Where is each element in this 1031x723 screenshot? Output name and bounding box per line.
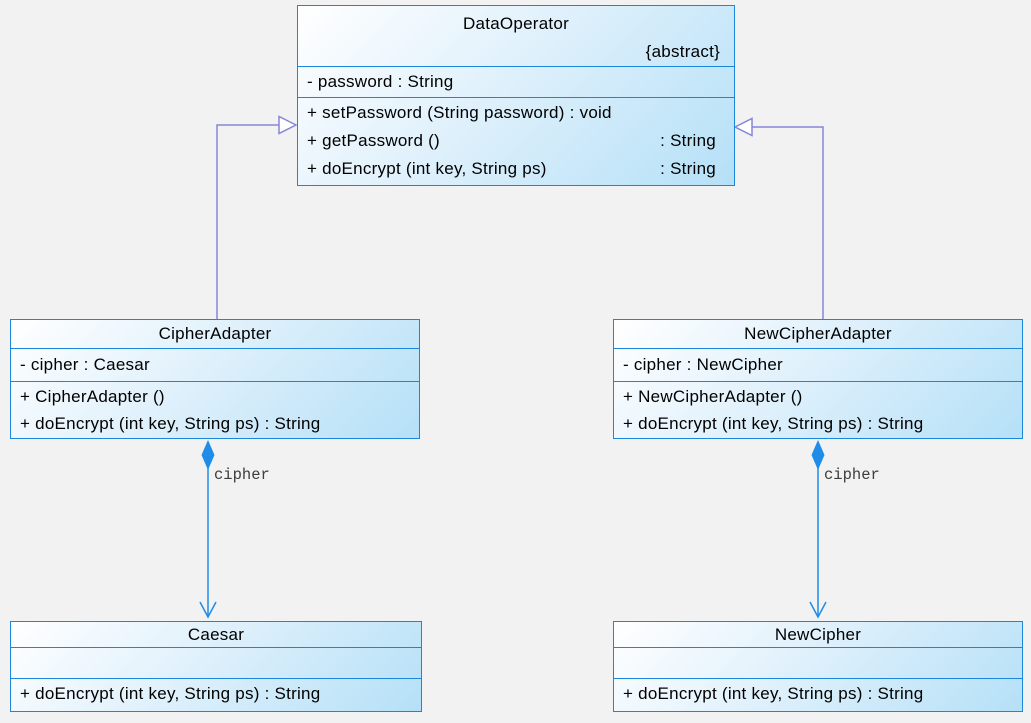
attribute-row: - cipher : NewCipher	[614, 349, 1022, 380]
attributes-compartment: - cipher : NewCipher	[614, 348, 1022, 381]
methods-compartment: + doEncrypt (int key, String ps) : Strin…	[614, 678, 1022, 710]
class-name: NewCipher	[774, 625, 862, 644]
method-row: + doEncrypt (int key, String ps) : Strin…	[11, 679, 421, 709]
class-name: CipherAdapter	[158, 324, 272, 343]
method-signature: + doEncrypt (int key, String ps) : Strin…	[20, 414, 321, 433]
class-title-compartment: Caesar	[11, 622, 421, 647]
method-signature: + doEncrypt (int key, String ps) : Strin…	[20, 684, 321, 703]
class-title-compartment: CipherAdapter	[11, 320, 419, 348]
methods-compartment: + doEncrypt (int key, String ps) : Strin…	[11, 678, 421, 710]
inheritance-connector-left	[216, 115, 298, 319]
methods-compartment: + setPassword (String password) : void +…	[298, 97, 734, 184]
method-row: + doEncrypt (int key, String ps) : Strin…	[298, 155, 734, 183]
method-row: + doEncrypt (int key, String ps) : Strin…	[614, 679, 1022, 709]
class-name: NewCipherAdapter	[744, 324, 892, 343]
class-name: DataOperator	[463, 14, 569, 33]
method-signature: + NewCipherAdapter ()	[623, 387, 803, 406]
method-signature: + doEncrypt (int key, String ps) : Strin…	[623, 684, 924, 703]
method-row: + doEncrypt (int key, String ps) : Strin…	[614, 410, 1022, 437]
class-title-compartment: DataOperator {abstract}	[298, 6, 734, 66]
attribute-row: - password : String	[298, 67, 734, 96]
attributes-compartment: - password : String	[298, 66, 734, 97]
method-row: + doEncrypt (int key, String ps) : Strin…	[11, 410, 419, 437]
method-row: + CipherAdapter ()	[11, 383, 419, 410]
method-signature: + doEncrypt (int key, String ps)	[307, 159, 547, 179]
method-signature: + setPassword (String password) : void	[307, 103, 612, 122]
attribute-text: - password : String	[307, 72, 454, 91]
methods-compartment: + CipherAdapter () + doEncrypt (int key,…	[11, 381, 419, 437]
filled-diamond-icon	[201, 440, 215, 470]
attributes-compartment-empty	[11, 647, 421, 678]
hollow-triangle-icon	[278, 115, 298, 135]
class-box-newcipheradapter: NewCipherAdapter - cipher : NewCipher + …	[613, 319, 1023, 439]
method-signature: + getPassword ()	[307, 131, 440, 151]
method-return-type: : String	[660, 131, 716, 151]
class-title-compartment: NewCipherAdapter	[614, 320, 1022, 348]
class-box-caesar: Caesar + doEncrypt (int key, String ps) …	[10, 621, 422, 712]
attribute-text: - cipher : Caesar	[20, 355, 150, 374]
method-row: + getPassword () : String	[298, 127, 734, 155]
class-box-cipheradapter: CipherAdapter - cipher : Caesar + Cipher…	[10, 319, 420, 439]
class-box-dataoperator: DataOperator {abstract} - password : Str…	[297, 5, 735, 186]
class-stereotype: {abstract}	[645, 42, 720, 61]
attribute-row: - cipher : Caesar	[11, 349, 419, 380]
class-box-newcipher: NewCipher + doEncrypt (int key, String p…	[613, 621, 1023, 712]
open-arrowhead-icon	[199, 601, 217, 619]
method-signature: + CipherAdapter ()	[20, 387, 165, 406]
attributes-compartment-empty	[614, 647, 1022, 678]
method-signature: + doEncrypt (int key, String ps) : Strin…	[623, 414, 924, 433]
method-row: + NewCipherAdapter ()	[614, 383, 1022, 410]
composition-label-right: cipher	[824, 466, 880, 484]
class-title-compartment: NewCipher	[614, 622, 1022, 647]
composition-label-left: cipher	[214, 466, 270, 484]
class-name: Caesar	[187, 625, 245, 644]
filled-diamond-icon	[811, 440, 825, 470]
hollow-triangle-icon	[733, 117, 753, 137]
open-arrowhead-icon	[809, 601, 827, 619]
attributes-compartment: - cipher : Caesar	[11, 348, 419, 381]
method-row: + setPassword (String password) : void	[298, 99, 734, 127]
inheritance-connector-right	[733, 117, 824, 319]
attribute-text: - cipher : NewCipher	[623, 355, 783, 374]
method-return-type: : String	[660, 159, 716, 179]
methods-compartment: + NewCipherAdapter () + doEncrypt (int k…	[614, 381, 1022, 437]
